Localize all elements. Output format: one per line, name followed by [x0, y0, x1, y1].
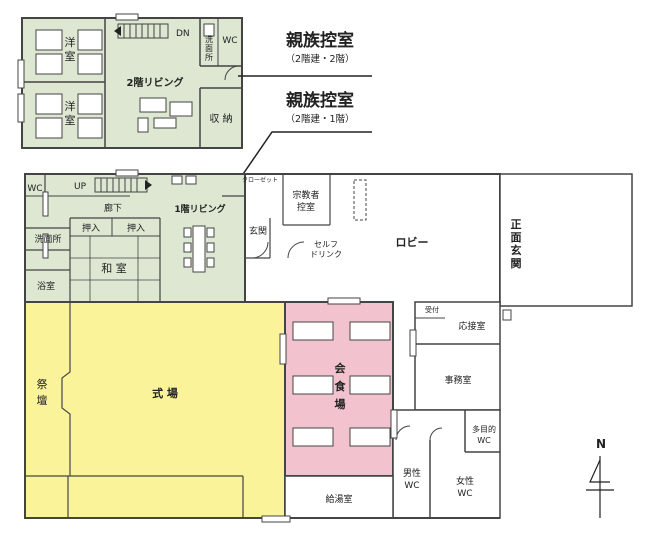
- callout-subtitle: （2階建・2階）: [285, 53, 354, 65]
- living-2f-label: 2階リビング: [127, 76, 184, 89]
- window-icon: [17, 13, 139, 123]
- lobby-label: ロビー: [396, 235, 429, 249]
- kitchen-area: [284, 475, 394, 519]
- ground-floor: [24, 65, 633, 523]
- dining-table-icon: [183, 225, 215, 273]
- reception-label: 受付: [425, 305, 439, 314]
- banquet-tables: [292, 321, 391, 447]
- front-entrance-area: [499, 173, 633, 307]
- callout-title: 親族控室: [286, 90, 354, 111]
- living-1f-label: 1階リビング: [174, 203, 225, 215]
- front-entrance-label: 正面玄関: [511, 218, 522, 270]
- callout-2f: 親族控室 （2階建・2階）: [238, 30, 372, 77]
- bathroom-label: 浴室: [37, 280, 55, 292]
- door-icon: [224, 65, 443, 441]
- office-block: [414, 301, 501, 411]
- marker-square: [502, 309, 512, 321]
- closet-label: クローゼット: [242, 176, 278, 184]
- callout-title: 親族控室: [286, 30, 354, 51]
- window-icon: [42, 169, 417, 523]
- washroom-1f-label: 洗面所: [34, 233, 61, 245]
- altar-label: 祭壇: [37, 378, 48, 407]
- self-drink-label: セルフドリンク: [310, 240, 342, 259]
- appliance-icon: [171, 175, 197, 185]
- ground-stairs: [94, 177, 152, 193]
- dining-hall-label: 会食場: [335, 361, 347, 411]
- sofa-icon: [137, 97, 193, 133]
- kitchen-label: 給湯室: [325, 493, 352, 505]
- compass-label: N: [596, 437, 606, 451]
- entrance-small-label: 玄関: [249, 225, 267, 237]
- arrow-left-icon: [114, 26, 121, 36]
- dashed-marker: [353, 179, 367, 221]
- washroom-2f-label: 洗面所: [205, 34, 213, 62]
- tatami-grid: [70, 236, 160, 302]
- bed-icon: [35, 29, 103, 139]
- japanese-room-label: 和 室: [101, 261, 127, 275]
- leader-line: [227, 131, 372, 197]
- western-room-top-label: 洋室: [65, 35, 76, 63]
- ceremony-hall-label: 式 場: [152, 386, 178, 400]
- dn-label: DN: [176, 29, 190, 39]
- compass: N: [586, 437, 614, 518]
- upper-floor: 洋室 洋室 2階リビング DN 洗面所 WC 収 納: [17, 13, 243, 149]
- wc-2f-label: WC: [222, 36, 237, 46]
- oshiire-label-1: 押入: [82, 222, 100, 234]
- reception-room-label: 応接室: [458, 320, 485, 332]
- arrow-right-icon: [145, 180, 152, 190]
- oshiire-label-2: 押入: [127, 222, 145, 234]
- up-label: UP: [74, 182, 87, 192]
- wc-1f-label: WC: [27, 184, 42, 194]
- corridor-label: 廊下: [104, 202, 122, 214]
- toilet-icon: [203, 23, 215, 37]
- upper-stairs: [114, 23, 169, 39]
- callout-subtitle: （2階建・1階）: [285, 113, 354, 125]
- religious-room-label: 宗教者控室: [292, 189, 319, 213]
- storage-label: 収 納: [209, 112, 232, 125]
- western-room-bottom-label: 洋室: [65, 99, 76, 127]
- callout-1f: 親族控室 （2階建・1階）: [227, 90, 372, 197]
- wc-block: [392, 409, 501, 519]
- office-label: 事務室: [444, 374, 471, 386]
